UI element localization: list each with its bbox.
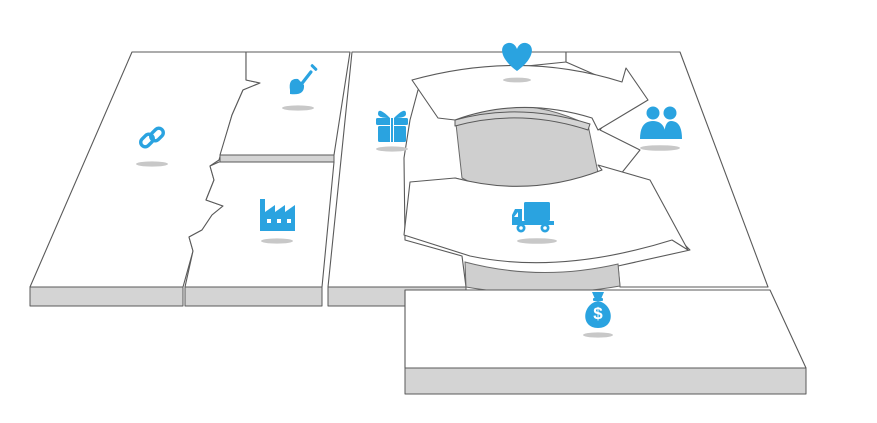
center-recess-lower [464, 261, 621, 294]
shadow-money-bag [583, 332, 613, 338]
heart-icon [502, 42, 532, 71]
shadow-heart [503, 77, 531, 83]
key-activities-side [219, 154, 335, 163]
truck-icon [512, 202, 554, 233]
block-customer-relationships [411, 64, 649, 131]
shadow-gift [376, 146, 408, 152]
key-resources-side [184, 286, 323, 307]
shovel-icon [289, 64, 318, 95]
dollar-sign: $ [593, 304, 603, 323]
shadow-factory [261, 238, 293, 244]
key-partners-side [29, 286, 184, 307]
gift-icon [376, 110, 408, 142]
block-key-resources [184, 161, 335, 307]
money-bag-icon: $ [585, 292, 611, 328]
customer-relationships-arrow-side [454, 111, 591, 131]
key-resources-top [184, 161, 335, 288]
users-icon [640, 106, 682, 139]
revenue-streams-top [404, 289, 807, 369]
factory-icon [260, 199, 295, 231]
icon-shadows [136, 77, 680, 338]
block-key-activities [219, 51, 351, 163]
key-activities-top [219, 51, 351, 156]
shadow-link [136, 161, 168, 167]
shadow-truck [517, 238, 557, 244]
shadow-users [640, 145, 680, 151]
link-icon [139, 126, 165, 149]
shadow-shovel [282, 105, 314, 111]
block-revenue-streams [404, 289, 807, 395]
customer-relationships-arrow-top [411, 64, 649, 131]
revenue-streams-side [404, 367, 807, 395]
